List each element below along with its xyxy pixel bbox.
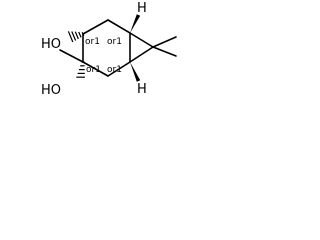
hashed-bond-oh-top <box>67 31 85 43</box>
bond-gem-methyl-upper <box>152 36 177 48</box>
stereo-label-bridgehead-bottom: or1 <box>107 65 122 75</box>
bond-cyclopropane-bottom <box>129 46 154 63</box>
molecule-structure: HO HO H H or1 or1 or1 or1 <box>41 1 177 98</box>
stereo-label-bridgehead-top: or1 <box>107 37 122 47</box>
hydroxyl-label-top: HO <box>41 37 61 52</box>
hydrogen-label-bottom: H <box>137 82 147 97</box>
bond-ring-bottom <box>82 61 109 77</box>
bond-gem-methyl-lower <box>152 46 177 57</box>
stereo-label-oh-carbon: or1 <box>85 37 100 47</box>
bond-ring-top <box>82 19 109 35</box>
bond-ring-lower-right <box>107 61 131 77</box>
hydrogen-label-top: H <box>137 1 147 16</box>
bond-ring-upper-right <box>107 19 131 34</box>
bond-methyl <box>59 49 84 63</box>
hashed-bond-oh-bottom <box>76 61 85 78</box>
hydroxyl-label-bottom: HO <box>41 83 61 98</box>
stereo-label-methyl-carbon: or1 <box>86 65 101 75</box>
bond-cyclopropane-top <box>129 32 154 48</box>
wedge-bond-h-bottom <box>130 62 141 82</box>
wedge-bond-h-top <box>130 14 141 33</box>
